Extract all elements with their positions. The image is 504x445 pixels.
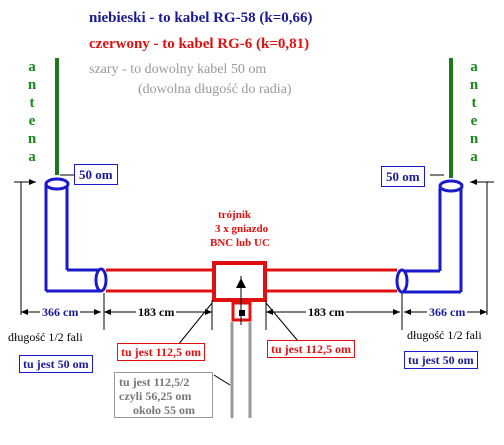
center-note-line2: czyli 56,25 om	[119, 389, 192, 403]
legend-gray-line1: szary - to dowolny kabel 50 om	[89, 62, 267, 77]
tee-label-1: trójnik	[218, 209, 251, 221]
antenna-letter: e	[28, 113, 36, 129]
here-112-right: tu jest 112,5 om	[267, 340, 355, 358]
legend-blue: niebieski - to kabel RG-58 (k=0,66)	[89, 10, 313, 26]
antenna-letter: a	[470, 149, 478, 165]
tee-label-3: BNC lub UC	[210, 237, 270, 249]
antenna-letter: t	[471, 95, 477, 111]
dim-right-red: 183 cm	[306, 305, 347, 319]
right-red-cable	[265, 268, 397, 293]
half-wave-right: długość 1/2 fali	[407, 328, 482, 342]
antenna-letter: n	[27, 77, 37, 93]
antenna-letter: a	[470, 59, 478, 75]
antenna-letter: a	[28, 149, 36, 165]
left-red-cable	[106, 268, 214, 293]
antenna-letter: n	[469, 131, 479, 147]
antenna-letter: e	[470, 113, 478, 129]
legend-red: czerwony - to kabel RG-6 (k=0,81)	[89, 36, 310, 52]
center-note-line3: około 55 om	[133, 403, 196, 417]
here-50-right: tu jest 50 om	[404, 351, 478, 369]
center-note: tu jest 112,5/2 czyli 56,25 om około 55 …	[114, 372, 213, 418]
right-blue-cable	[395, 179, 464, 294]
left-blue-cable	[44, 177, 108, 293]
antenna-letter: a	[28, 59, 36, 75]
tee-label-2: 3 x gniazdo	[215, 223, 269, 235]
dim-left-blue: 366 cm	[40, 305, 81, 319]
center-note-line1: tu jest 112,5/2	[119, 375, 190, 389]
impedance-label-left: 50 om	[74, 164, 118, 185]
antenna-letter: n	[27, 131, 37, 147]
dim-left-red: 183 cm	[136, 305, 177, 319]
half-wave-left: długość 1/2 fali	[8, 330, 83, 344]
dim-right-blue: 366 cm	[427, 305, 468, 319]
here-112-left: tu jest 112,5 om	[117, 343, 205, 361]
legend-gray-line2: (dowolna długość do radia)	[138, 82, 292, 97]
impedance-label-right: 50 om	[381, 166, 425, 187]
antenna-letter: t	[29, 95, 35, 111]
gray-feed-cable	[230, 322, 252, 418]
antenna-letter: n	[469, 77, 479, 93]
here-50-left: tu jest 50 om	[19, 355, 93, 373]
